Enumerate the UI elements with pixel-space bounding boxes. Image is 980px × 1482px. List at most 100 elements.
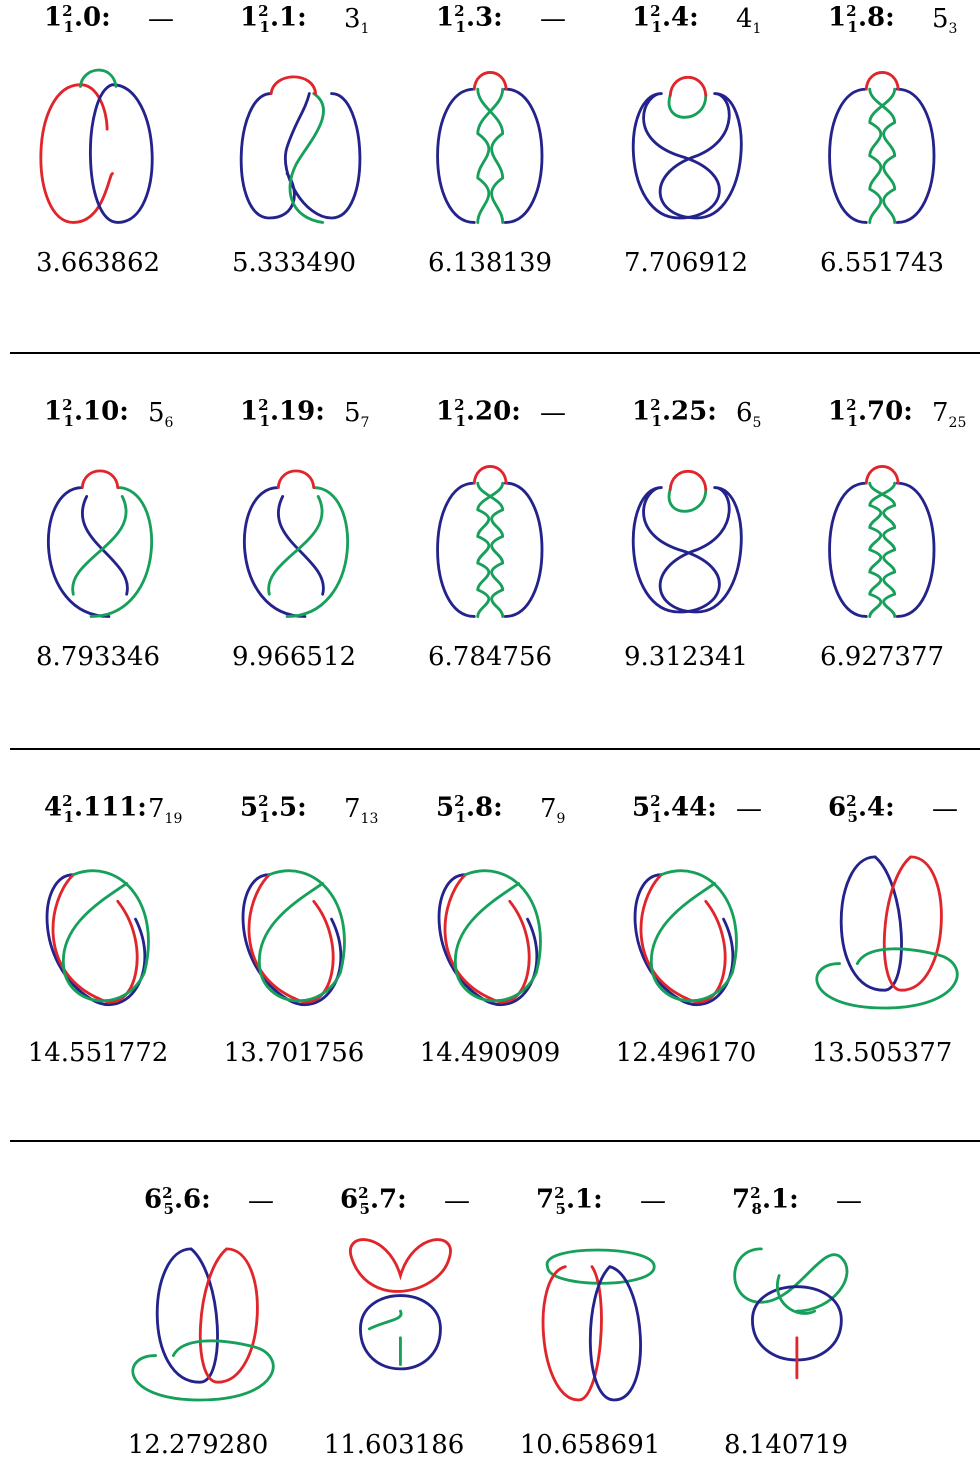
- red-strand: [864, 465, 900, 485]
- link-label: 121.4: 41: [588, 0, 784, 40]
- knot-symbol: 3: [344, 4, 361, 34]
- knot-symbol: —: [932, 794, 958, 824]
- link-components: 2: [358, 1184, 369, 1202]
- knot-subscript: 7: [360, 415, 370, 432]
- link-components: 2: [454, 2, 465, 20]
- link-entry: 728.1: — 8.140719: [688, 1182, 884, 1482]
- link-entry: 121.0: — 3.663862: [0, 0, 196, 300]
- red-strand: [472, 71, 508, 91]
- link-index: 1: [651, 807, 662, 826]
- link-entry: 121.1: 31 5.333490: [196, 0, 392, 300]
- link-index: 1: [651, 17, 662, 36]
- blue-strand: [436, 87, 476, 224]
- knot-symbol: —: [836, 1186, 862, 1216]
- link-name: 121.25:: [632, 396, 717, 430]
- link-index: 8: [751, 1199, 762, 1218]
- green-strand: [285, 486, 350, 618]
- knot-symbol: —: [248, 1186, 274, 1216]
- link-index: 1: [63, 807, 74, 826]
- link-id: .4:: [661, 2, 699, 33]
- green-strand: [667, 93, 708, 119]
- knot-subscript: 3: [948, 21, 958, 38]
- link-components: 2: [554, 1184, 565, 1202]
- volume-value: 10.658691: [519, 1430, 661, 1460]
- link-components: 2: [846, 396, 857, 414]
- link-diagram: [46, 469, 154, 618]
- link-diagram: [241, 869, 346, 1006]
- link-crossing-number: 1: [828, 2, 847, 33]
- green-strand: [868, 481, 897, 618]
- link-name: 121.4:: [632, 2, 699, 36]
- knot-symbol: 6: [736, 398, 753, 428]
- red-strand: [541, 1265, 603, 1402]
- volume-value: 5.333490: [231, 248, 357, 278]
- link-row: 121.0: — 3.663862 121.1: 31 5.333490 121…: [0, 0, 980, 300]
- link-id: .20:: [465, 396, 521, 427]
- knot-symbol: —: [540, 4, 566, 34]
- knot-name: 65: [736, 398, 761, 431]
- green-strand: [367, 1309, 403, 1366]
- link-components: 2: [162, 1184, 173, 1202]
- link-name: 121.19:: [240, 396, 325, 430]
- link-id: .111:: [73, 792, 147, 823]
- link-crossing-number: 4: [44, 792, 63, 823]
- link-crossing-number: 1: [44, 2, 63, 33]
- red-strand: [348, 1238, 452, 1293]
- blue-strand: [359, 1294, 442, 1371]
- knot-symbol: 7: [540, 794, 557, 824]
- red-strand: [864, 71, 900, 91]
- link-label: 625.4: —: [784, 790, 980, 830]
- green-strand: [71, 495, 128, 596]
- link-diagram: [239, 75, 362, 224]
- volume-value: 11.603186: [323, 1430, 465, 1460]
- knot-name: —: [540, 4, 566, 37]
- link-name: 121.10:: [44, 396, 129, 430]
- link-crossing-number: 1: [632, 2, 651, 33]
- green-strand: [89, 486, 154, 618]
- link-index: 1: [847, 411, 858, 430]
- link-crossing-number: 1: [828, 396, 847, 427]
- link-index: 1: [455, 411, 466, 430]
- link-label: 121.8: 53: [784, 0, 980, 40]
- knot-name: 725: [932, 398, 966, 431]
- link-diagram: [131, 1247, 275, 1402]
- link-components: 2: [454, 396, 465, 414]
- knot-symbol: —: [444, 1186, 470, 1216]
- green-strand: [288, 92, 325, 224]
- link-name: 725.1:: [536, 1184, 603, 1218]
- link-diagram: [242, 469, 350, 618]
- link-components: 2: [750, 1184, 761, 1202]
- link-label: 121.70: 725: [784, 394, 980, 434]
- knot-name: 31: [344, 4, 369, 37]
- red-strand: [276, 469, 316, 489]
- link-index: 1: [651, 411, 662, 430]
- knot-name: —: [736, 794, 762, 827]
- blue-strand: [631, 486, 721, 614]
- link-name: 625.7:: [340, 1184, 407, 1218]
- link-label: 421.111: 719: [0, 790, 196, 830]
- link-index: 5: [555, 1199, 566, 1218]
- knot-name: 713: [344, 794, 378, 827]
- link-entry: 521.8: 79 14.490909: [392, 790, 588, 1090]
- knot-name: —: [932, 794, 958, 827]
- green-strand: [267, 495, 324, 596]
- link-components: 2: [62, 396, 73, 414]
- link-entry: 121.20: — 6.784756: [392, 394, 588, 694]
- knot-name: —: [148, 4, 174, 37]
- link-crossing-number: 6: [340, 1184, 359, 1215]
- link-entry: 121.10: 56 8.793346: [0, 394, 196, 694]
- link-crossing-number: 7: [732, 1184, 751, 1215]
- green-strand: [815, 947, 959, 1010]
- link-crossing-number: 1: [44, 396, 63, 427]
- link-row: 421.111: 719 14.551772 521.5: 713 13.701…: [0, 790, 980, 1090]
- link-components: 2: [62, 2, 73, 20]
- knot-name: 57: [344, 398, 369, 431]
- volume-value: 7.706912: [623, 248, 749, 278]
- link-index: 1: [455, 17, 466, 36]
- blue-strand: [436, 481, 476, 618]
- knot-symbol: 7: [344, 794, 361, 824]
- row-divider: [10, 748, 980, 750]
- link-index: 1: [455, 807, 466, 826]
- link-components: 2: [258, 2, 269, 20]
- link-id: .25:: [661, 396, 717, 427]
